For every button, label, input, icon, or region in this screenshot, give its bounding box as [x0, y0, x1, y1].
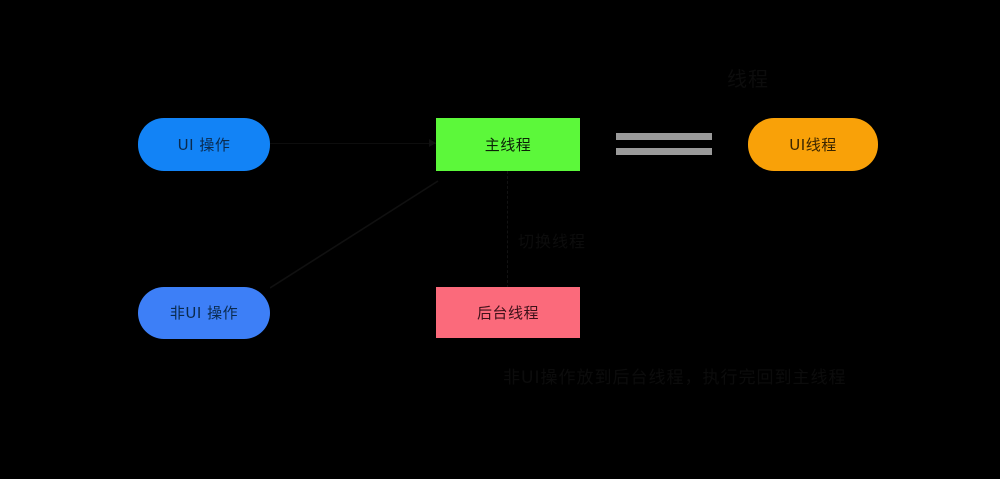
- diagram-title-label: 线程: [727, 67, 769, 91]
- arrowhead-icon: [429, 139, 436, 147]
- node-ui-operation-label: UI 操作: [177, 135, 231, 154]
- node-ui-thread-label: UI线程: [789, 135, 837, 154]
- edge-main-thread-to-background-thread: [507, 171, 508, 288]
- node-non-ui-operation-label: 非UI 操作: [169, 304, 239, 322]
- node-non-ui-operation[interactable]: 非UI 操作: [138, 287, 270, 339]
- node-ui-thread[interactable]: UI线程: [748, 118, 878, 171]
- edge-non-ui-op-to-main-thread: [270, 180, 439, 289]
- node-ui-operation[interactable]: UI 操作: [138, 118, 270, 171]
- diagram-caption: 非UI操作放到后台线程，执行完回到主线程: [503, 368, 847, 388]
- node-main-thread[interactable]: 主线程: [436, 118, 580, 171]
- node-main-thread-label: 主线程: [484, 135, 532, 154]
- node-background-thread-label: 后台线程: [476, 303, 539, 322]
- equivalence-bar-top: [616, 133, 712, 140]
- equivalence-bar-bottom: [616, 148, 712, 155]
- edge-ui-op-to-main-thread: [270, 143, 436, 144]
- node-background-thread[interactable]: 后台线程: [436, 287, 580, 338]
- edge-label-switch-thread: 切换线程: [518, 232, 587, 251]
